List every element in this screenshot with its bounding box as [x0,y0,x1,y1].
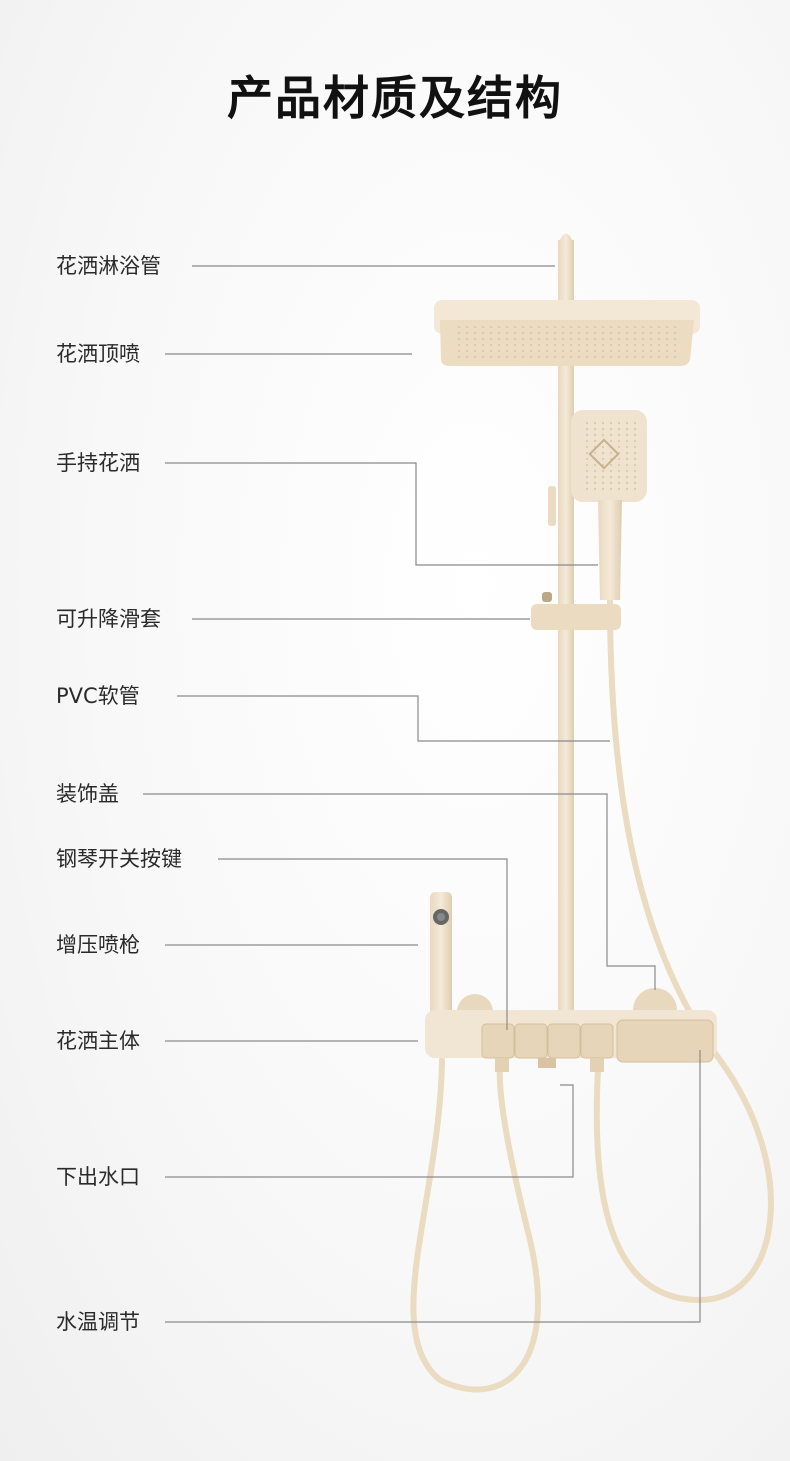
label-decorative-cover: 装饰盖 [56,782,119,806]
mixer-body [425,988,717,1072]
label-pvc-hose: PVC软管 [56,684,140,708]
label-shower-body: 花洒主体 [56,1029,140,1053]
page-title: 产品材质及结构 [227,71,563,125]
leader-lines [143,265,701,1323]
label-temperature-control: 水温调节 [56,1310,140,1334]
label-top-spray: 花洒顶喷 [56,342,140,366]
top-shower-head [434,300,700,366]
label-handheld-shower: 手持花洒 [56,451,140,475]
slide-bracket [531,486,621,630]
label-piano-keys: 钢琴开关按键 [56,847,182,871]
spray-gun-body [430,892,452,1020]
label-sliding-bracket: 可升降滑套 [56,607,161,631]
label-shower-pipe: 花洒淋浴管 [56,254,161,278]
label-bottom-outlet: 下出水口 [56,1165,140,1189]
handheld-shower-head [571,410,647,600]
hoses [410,597,774,1393]
label-spray-gun: 增压喷枪 [56,933,140,957]
